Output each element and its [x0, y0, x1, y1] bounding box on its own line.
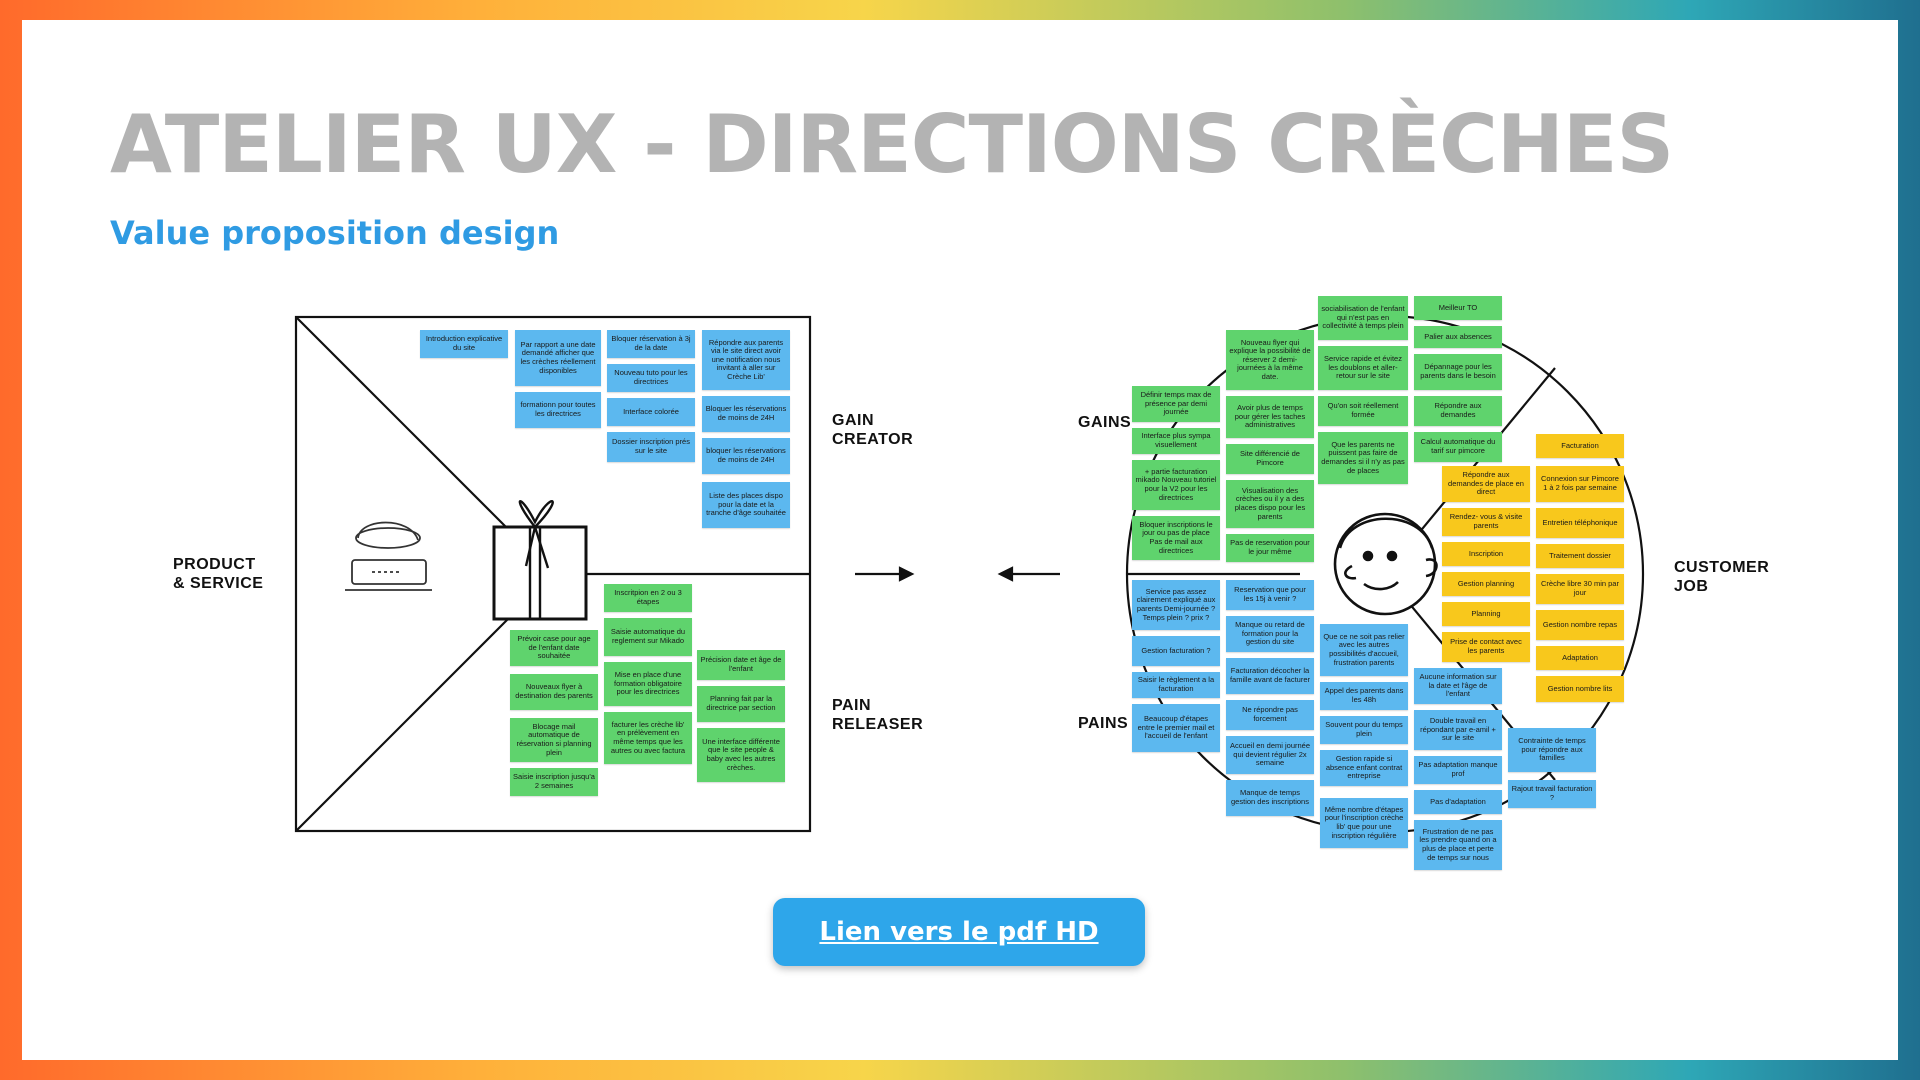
- label-product-service: PRODUCT & SERVICE: [173, 556, 264, 592]
- sticky-note: Rajout travail facturation ?: [1508, 780, 1596, 808]
- sticky-note: Meilleur TO: [1414, 296, 1502, 320]
- sticky-note: Prise de contact avec les parents: [1442, 632, 1530, 662]
- slide-frame: [22, 20, 1898, 1060]
- sticky-note: Répondre aux parents via le site direct …: [702, 330, 790, 390]
- slide-title: ATELIER UX - DIRECTIONS CRÈCHES: [110, 98, 1674, 191]
- sticky-note: Que les parents ne puissent pas faire de…: [1318, 432, 1408, 484]
- sticky-note: facturer les crèche lib' en prélèvement …: [604, 712, 692, 764]
- face-icon: [1333, 512, 1438, 616]
- sticky-note: Gestion rapide si absence enfant contrat…: [1320, 750, 1408, 786]
- sticky-note: Beaucoup d'étapes entre le premier mail …: [1132, 704, 1220, 752]
- sticky-note: Dossier inscription prés sur le site: [607, 432, 695, 462]
- label-gain-creator: GAIN CREATOR: [832, 412, 914, 448]
- sticky-note: Introduction explicative du site: [420, 330, 508, 358]
- sticky-note: Reservation que pour les 15j à venir ?: [1226, 580, 1314, 610]
- sticky-note: Même nombre d'étapes pour l'inscription …: [1320, 798, 1408, 848]
- sticky-note: Inscription: [1442, 542, 1530, 566]
- sticky-note: Mise en place d'une formation obligatoir…: [604, 662, 692, 706]
- sticky-note: Bloquer les réservations de moins de 24H: [702, 396, 790, 432]
- sticky-note: Appel des parents dans les 48h: [1320, 682, 1408, 710]
- sticky-note: Contrainte de temps pour répondre aux fa…: [1508, 728, 1596, 772]
- sticky-note: Gestion planning: [1442, 572, 1530, 596]
- sticky-note: Site différencié de Pimcore: [1226, 444, 1314, 474]
- sticky-note: Planning: [1442, 602, 1530, 626]
- sticky-note: Qu'on soit réellement formée: [1318, 396, 1408, 426]
- label-pain-releaser: PAIN RELEASER: [832, 697, 924, 733]
- sticky-note: Pas adaptation manque prof: [1414, 756, 1502, 784]
- sticky-note: Interface colorée: [607, 398, 695, 426]
- sticky-note: Blocage mail automatique de réservation …: [510, 718, 598, 762]
- sticky-note: Facturation: [1536, 434, 1624, 458]
- sticky-note: Saisir le règlement a la facturation: [1132, 672, 1220, 698]
- sticky-note: Planning fait par la directrice par sect…: [697, 686, 785, 722]
- sticky-note: Double travail en répondant par e-amil +…: [1414, 710, 1502, 750]
- sticky-note: Gestion facturation ?: [1132, 636, 1220, 666]
- sticky-note: Entretien téléphonique: [1536, 508, 1624, 538]
- label-pains: PAINS: [1078, 715, 1129, 732]
- arrows: [855, 566, 1060, 582]
- sticky-note: Répondre aux demandes: [1414, 396, 1502, 426]
- slide-subtitle: Value proposition design: [110, 214, 560, 252]
- sticky-note: Prévoir case pour age de l'enfant date s…: [510, 630, 598, 666]
- sticky-note: Nouveau flyer qui explique la possibilit…: [1226, 330, 1314, 390]
- sticky-note: Ne répondre pas forcement: [1226, 700, 1314, 730]
- sticky-note: Nouveaux flyer à destination des parents: [510, 674, 598, 710]
- sticky-note: Définir temps max de présence par demi j…: [1132, 386, 1220, 422]
- label-customer-job: CUSTOMER JOB: [1674, 559, 1770, 595]
- sticky-note: Avoir plus de temps pour gérer les tache…: [1226, 396, 1314, 438]
- sticky-note: Visualisation des crèches ou il y a des …: [1226, 480, 1314, 528]
- sticky-note: Service pas assez clairement expliqué au…: [1132, 580, 1220, 630]
- sticky-note: Dépannage pour les parents dans le besoi…: [1414, 354, 1502, 390]
- sticky-note: Saisie automatique du reglement sur Mika…: [604, 618, 692, 656]
- sticky-note: Précision date et âge de l'enfant: [697, 650, 785, 680]
- gift-icon: [492, 500, 588, 621]
- sticky-note: Bloquer réservation à 3j de la date: [607, 330, 695, 358]
- sticky-note: Nouveau tuto pour les directrices: [607, 364, 695, 392]
- sticky-note: Gestion nombre lits: [1536, 676, 1624, 702]
- sticky-note: Frustration de ne pas les prendre quand …: [1414, 820, 1502, 870]
- sticky-note: Palier aux absences: [1414, 326, 1502, 348]
- sticky-note: Calcul automatique du tarif sur pimcore: [1414, 432, 1502, 462]
- sticky-note: Interface plus sympa visuellement: [1132, 428, 1220, 454]
- sticky-note: Service rapide et évitez les doublons et…: [1318, 346, 1408, 390]
- sticky-note: Saisie inscription jusqu'a 2 semaines: [510, 768, 598, 796]
- sticky-note: Manque de temps gestion des inscriptions: [1226, 780, 1314, 816]
- pdf-link-button[interactable]: Lien vers le pdf HD: [773, 898, 1145, 966]
- sticky-note: Pas d'adaptation: [1414, 790, 1502, 814]
- product-icon: [345, 521, 432, 591]
- sticky-note: Inscritpion en 2 ou 3 étapes: [604, 584, 692, 612]
- sticky-note: Gestion nombre repas: [1536, 610, 1624, 640]
- sticky-note: Pas de reservation pour le jour même: [1226, 534, 1314, 562]
- sticky-note: + partie facturation mikado Nouveau tuto…: [1132, 460, 1220, 510]
- sticky-note: Adaptation: [1536, 646, 1624, 670]
- sticky-note: Aucune information sur la date et l'âge …: [1414, 668, 1502, 704]
- sticky-note: Souvent pour du temps plein: [1320, 716, 1408, 744]
- sticky-note: Traitement dossier: [1536, 544, 1624, 568]
- sticky-note: Crèche libre 30 min par jour: [1536, 574, 1624, 604]
- sticky-note: Facturation décocher la famille avant de…: [1226, 658, 1314, 694]
- label-gains: GAINS: [1078, 414, 1132, 431]
- sticky-note: Par rapport a une date demandé afficher …: [515, 330, 601, 386]
- sticky-note: formationn pour toutes les directrices: [515, 392, 601, 428]
- sticky-note: Une interface différente que le site peo…: [697, 728, 785, 782]
- sticky-note: Manque ou retard de formation pour la ge…: [1226, 616, 1314, 652]
- sticky-note: bloquer les réservations de moins de 24H: [702, 438, 790, 474]
- sticky-note: Rendez- vous & visite parents: [1442, 508, 1530, 536]
- sticky-note: Que ce ne soit pas relier avec les autre…: [1320, 624, 1408, 676]
- sticky-note: Connexion sur Pimcore 1 à 2 fois par sem…: [1536, 466, 1624, 502]
- sticky-note: Accueil en demi journée qui devient régu…: [1226, 736, 1314, 774]
- sticky-note: sociabilisation de l'enfant qui n'est pa…: [1318, 296, 1408, 340]
- sticky-note: Répondre aux demandes de place en direct: [1442, 466, 1530, 502]
- sticky-note: Liste des places dispo pour la date et l…: [702, 482, 790, 528]
- sticky-note: Bloquer inscriptions le jour ou pas de p…: [1132, 516, 1220, 560]
